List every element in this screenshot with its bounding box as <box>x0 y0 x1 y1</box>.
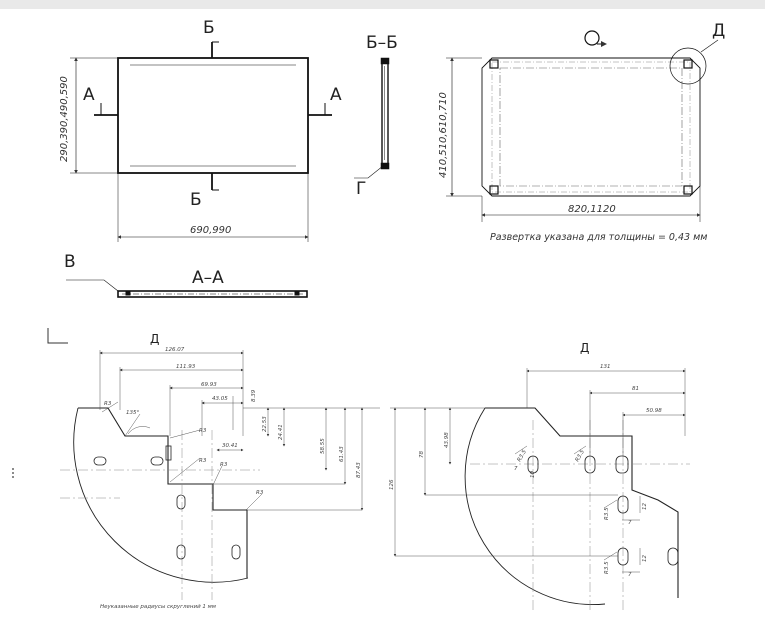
dim-r-h0: 131 <box>600 364 611 370</box>
callout-v: В <box>64 252 76 272</box>
panel-height-dim: 290,390,490,590 <box>59 76 70 162</box>
dim-r-v2: 126 <box>389 479 395 490</box>
dim-l-h0: 126.07 <box>165 347 185 353</box>
section-bb-view <box>354 57 390 179</box>
detail-d-circle <box>669 47 707 85</box>
slot-dim-r-4: 12 <box>642 555 648 562</box>
callout-g: Г <box>356 179 366 199</box>
radius-l-3: R3 <box>220 462 228 468</box>
top-toolbar-strip <box>0 0 765 9</box>
dim-l-v3: 61.43 <box>339 446 345 462</box>
radii-note: Неуказанные радиусы скруглений 1 мм <box>100 604 216 610</box>
angle-l: 135° <box>126 410 139 416</box>
rotation-icon <box>584 30 600 46</box>
slot-dim-r-3: 7 <box>628 520 632 526</box>
dim-l-h2: 69.93 <box>201 382 217 388</box>
radius-l-1: R3 <box>199 428 207 434</box>
radius-l-0: R3 <box>104 401 112 407</box>
dim-r-h2: 50.98 <box>646 408 662 414</box>
dim-r-v0: 43.98 <box>444 432 450 448</box>
slot-r-1: R3.5 <box>575 449 587 463</box>
detail-d-left-title: Д <box>150 332 159 346</box>
detail-d-right-title: Д <box>580 341 589 355</box>
section-a-right-label: А <box>330 85 342 105</box>
corner-mark <box>47 328 68 344</box>
slot-r-2: R3.5 <box>604 507 610 520</box>
blank-height-dim: 410,510,610,710 <box>438 92 449 178</box>
dim-l-h3: 43.05 <box>212 396 228 402</box>
detail-d-callout: Д <box>712 21 725 41</box>
panel-outline <box>117 57 309 174</box>
slot-r-3: R3.5 <box>604 561 610 574</box>
dim-l-v0: 22.53 <box>262 416 268 432</box>
detail-d-left <box>60 350 380 600</box>
section-b-bottom-label: Б <box>190 190 202 210</box>
panel-front-view <box>70 41 332 242</box>
radius-l-4: R3 <box>256 490 264 496</box>
unfold-note: Развертка указана для толщины = 0,43 мм <box>490 232 707 243</box>
slot-r-0: R3.5 <box>517 449 529 463</box>
slot-dim-r-5: 7 <box>628 572 632 578</box>
detail-d-right <box>390 368 690 610</box>
section-a-left-label: А <box>83 85 95 105</box>
drag-handle-icon[interactable] <box>12 468 16 482</box>
section-aa-view <box>66 279 308 298</box>
dim-l-v4: 87.43 <box>356 462 362 478</box>
blank-width-dim: 820,1120 <box>568 204 616 215</box>
slot-dim-r-2: 12 <box>642 503 648 510</box>
dim-l-h5: 30.41 <box>222 443 238 449</box>
section-aa-title: А–А <box>192 268 224 288</box>
slot-dim-r-0: 10 <box>530 471 536 478</box>
section-b-label: Б <box>203 18 215 38</box>
dim-l-v2: 58.55 <box>320 438 326 454</box>
dim-r-v1: 78 <box>419 451 425 458</box>
dim-r-h1: 81 <box>632 386 639 392</box>
dim-l-h1: 111.93 <box>176 364 196 370</box>
flat-blank-view <box>446 30 719 222</box>
radius-l-2: R3 <box>199 458 207 464</box>
dim-l-h4: 8.39 <box>251 389 257 402</box>
panel-width-dim: 690,990 <box>190 225 231 236</box>
section-bb-title: Б–Б <box>366 33 398 53</box>
slot-dim-r-1: 7 <box>514 466 518 472</box>
dim-l-v1: 24.41 <box>278 424 284 440</box>
